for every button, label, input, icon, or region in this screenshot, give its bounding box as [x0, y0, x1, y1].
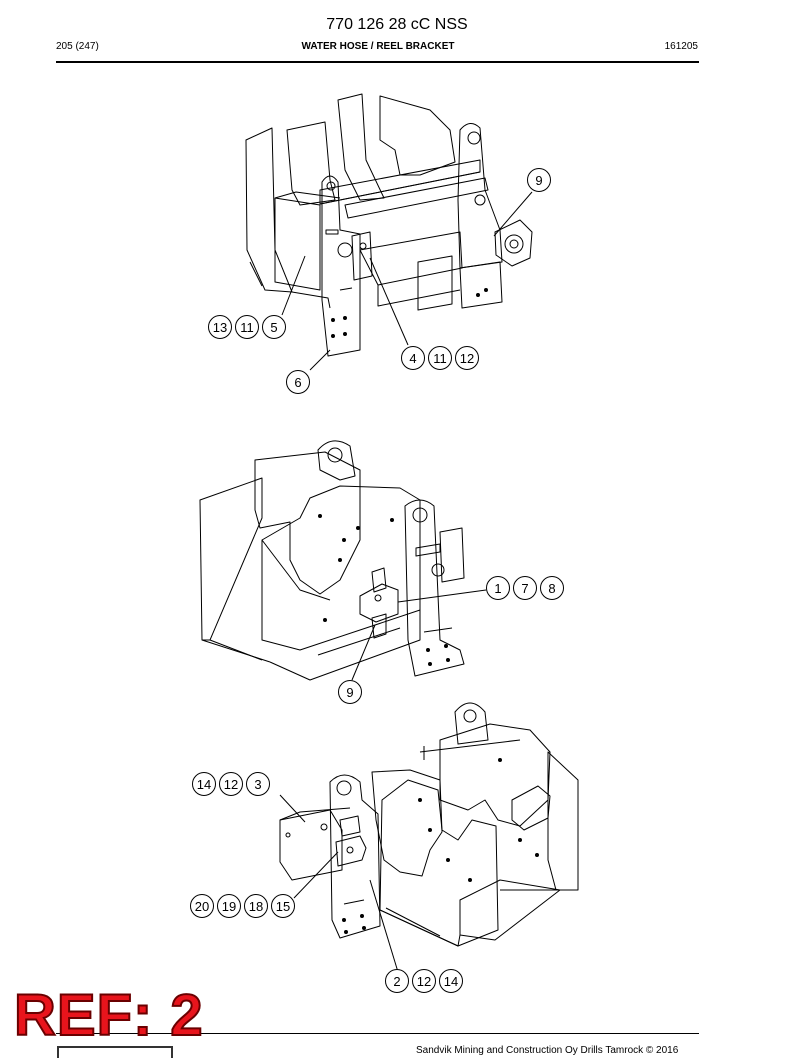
callout-2: 2: [385, 969, 409, 993]
header-divider: [56, 61, 699, 63]
callout-3: 3: [246, 772, 270, 796]
callout-12: 12: [412, 969, 436, 993]
sandvik-logo: [57, 1046, 173, 1058]
revision-code: 161205: [664, 41, 698, 52]
ref-stamp: REF: 2: [13, 983, 204, 1048]
callout-15: 15: [271, 894, 295, 918]
callout-9: 9: [338, 680, 362, 704]
callout-7: 7: [513, 576, 537, 600]
callout-9: 9: [527, 168, 551, 192]
callout-6: 6: [286, 370, 310, 394]
callout-20: 20: [190, 894, 214, 918]
view-3-bracket: [279, 702, 579, 973]
callout-13: 13: [208, 315, 232, 339]
callout-12: 12: [219, 772, 243, 796]
callout-14: 14: [192, 772, 216, 796]
callout-11: 11: [235, 315, 259, 339]
view-2-bracket: [199, 440, 487, 681]
callout-11: 11: [428, 346, 452, 370]
copyright-footer: Sandvik Mining and Construction Oy Drill…: [416, 1045, 679, 1056]
footer-divider: [56, 1033, 699, 1034]
callout-8: 8: [540, 576, 564, 600]
page-number: 205 (247): [56, 41, 99, 52]
callout-19: 19: [217, 894, 241, 918]
callout-14: 14: [439, 969, 463, 993]
callout-12: 12: [455, 346, 479, 370]
view-1-bracket: [245, 93, 533, 371]
callout-1: 1: [486, 576, 510, 600]
callout-4: 4: [401, 346, 425, 370]
callout-18: 18: [244, 894, 268, 918]
section-title: WATER HOSE / REEL BRACKET: [301, 41, 455, 52]
document-number: 770 126 28 cC NSS: [326, 16, 468, 33]
callout-5: 5: [262, 315, 286, 339]
